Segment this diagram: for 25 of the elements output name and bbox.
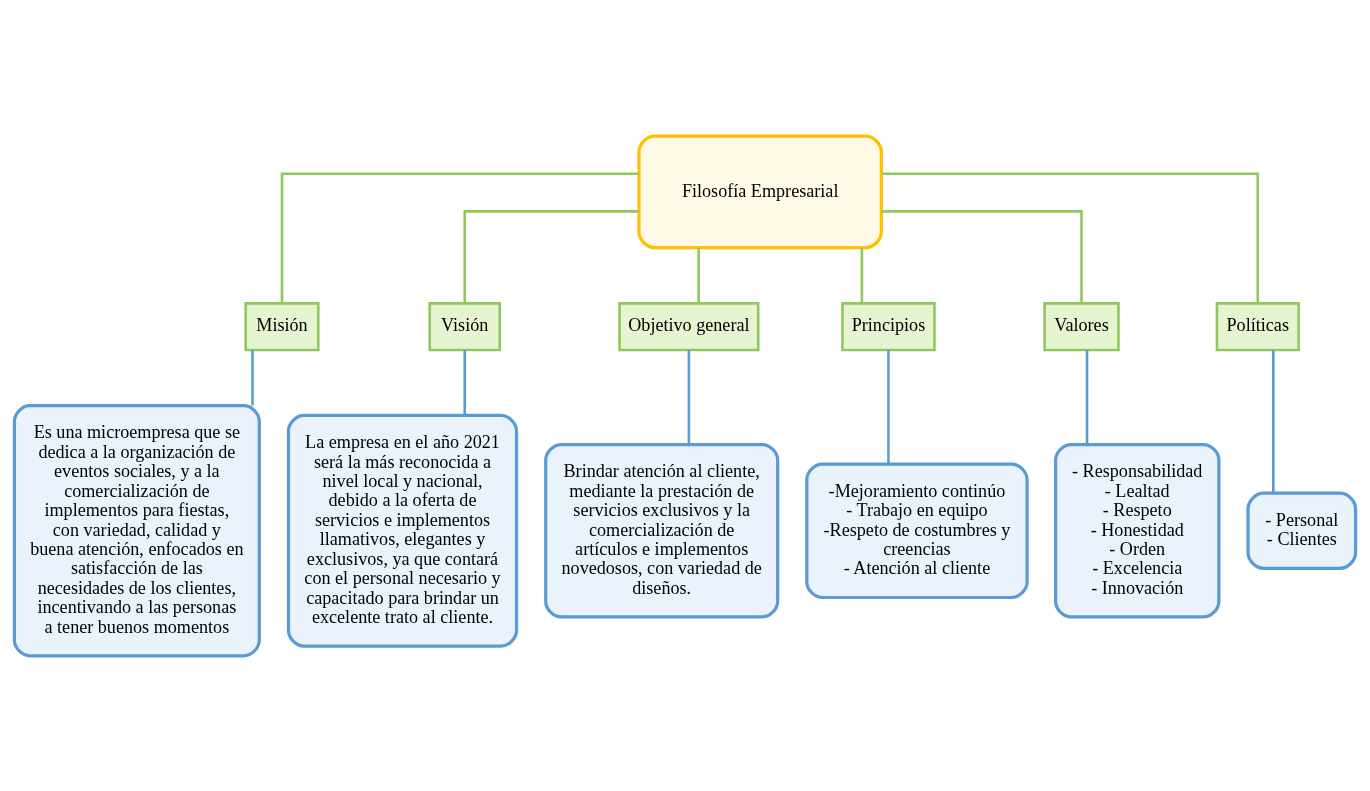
connector xyxy=(881,171,1260,303)
node-box: Valores xyxy=(1043,301,1120,351)
node-box: Misión xyxy=(244,301,320,351)
node-box: Brindar atención al cliente, mediante la prestación de servicios exclusivos y la comercialización de artículos e implementos novedosos, con variedad de diseños. xyxy=(544,442,780,619)
node-box: Es una microempresa que se dedica a la organización de eventos sociales, y a la comercialización de implementos para fiestas, con variedad, calidad y buena atención, enfocados en satisfacción de las necesidades de los clientes, incentivando a las personas a tener buenos momentos xyxy=(12,403,261,657)
node-box: Principios xyxy=(841,301,936,351)
connector xyxy=(697,247,700,303)
connector xyxy=(860,247,864,303)
connector xyxy=(251,349,254,405)
connector xyxy=(687,349,691,444)
connector xyxy=(1085,349,1089,444)
connector xyxy=(463,209,639,303)
node-box: - Personal - Clientes xyxy=(1246,491,1358,570)
node-box: Filosofía Empresarial xyxy=(637,134,883,249)
connector xyxy=(280,171,639,303)
node-box: Visión xyxy=(428,301,501,351)
node-box: - Responsabilidad - Lealtad - Respeto - Honestidad - Orden - Excelencia - Innovación xyxy=(1054,442,1221,619)
node-box: Políticas xyxy=(1215,301,1300,351)
node-box: -Mejoramiento continúo - Trabajo en equipo -Respeto de costumbres y creencias - Atención al cliente xyxy=(805,461,1029,599)
connector xyxy=(1272,349,1275,493)
node-box: La empresa en el año 2021 será la más reconocida a nivel local y nacional, debido a la oferta de servicios e implementos llamativos, elegantes y exclusivos, ya que contará con el personal necesario y capacitado para brindar un excelente trato al cliente. xyxy=(286,413,519,648)
node-box: Objetivo general xyxy=(618,301,760,351)
connector xyxy=(887,349,890,464)
connector xyxy=(463,349,466,415)
connector xyxy=(881,209,1083,303)
